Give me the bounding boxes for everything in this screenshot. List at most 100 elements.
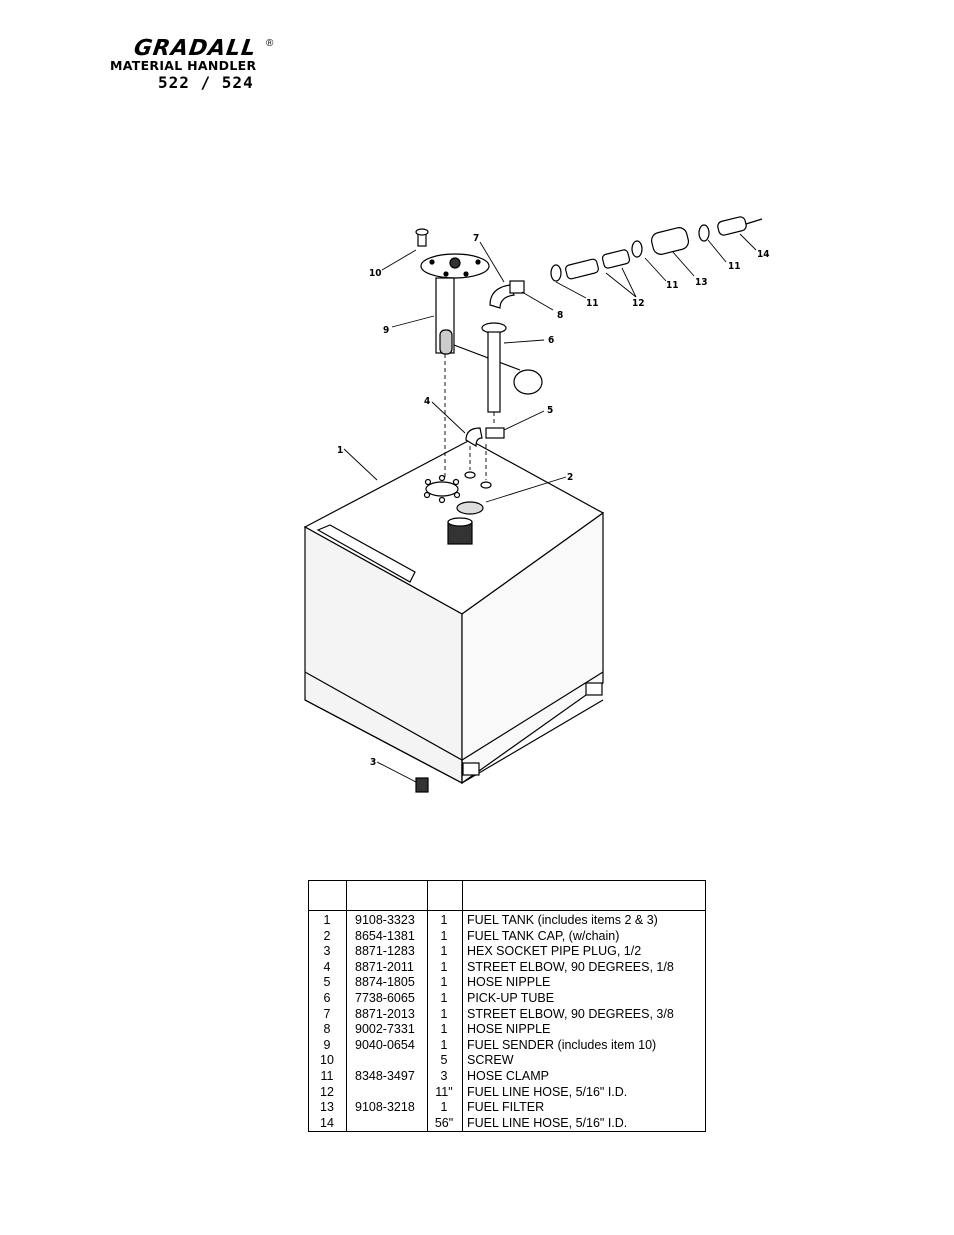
- part-number: 8874-1805: [355, 975, 415, 990]
- item-number: 14: [320, 1115, 334, 1130]
- parts-list-table: 1 9108-3323 1 FUEL TANK (includes items 2 &…: [308, 880, 706, 1132]
- part-number: 8348-3497: [355, 1068, 415, 1083]
- callout-label: 13: [695, 277, 708, 288]
- item-number: 2: [323, 928, 331, 943]
- quantity: 1: [440, 1022, 448, 1037]
- callout-label: 7: [473, 233, 479, 244]
- callout-label: 11: [728, 261, 741, 272]
- registered-mark: ®: [266, 38, 274, 49]
- table-row: 11 8348-3497 3 HOSE CLAMP: [309, 1069, 705, 1085]
- item-number: 7: [323, 1006, 331, 1021]
- description: FUEL SENDER (includes item 10): [467, 1037, 657, 1052]
- fuel-tank-drawing: [303, 439, 605, 785]
- table-row: 9 9040-0654 1 FUEL SENDER (includes item 10…: [309, 1038, 705, 1054]
- item-number: 6: [323, 990, 331, 1005]
- callout-label: 11: [666, 280, 679, 291]
- fuel-line-drawing: [550, 216, 763, 282]
- quantity: 1: [440, 959, 448, 974]
- table-row: 6 7738-6065 1 PICK-UP TUBE: [309, 991, 705, 1007]
- item-number: 8: [323, 1022, 331, 1037]
- callout-label: 8: [557, 310, 563, 321]
- item-number: 3: [323, 944, 331, 959]
- column-divider: [346, 881, 347, 1131]
- description: FUEL FILTER: [467, 1100, 545, 1115]
- description: HOSE NIPPLE: [467, 975, 551, 990]
- item-number: 4: [323, 959, 331, 974]
- drain-plug-drawing: [415, 777, 429, 793]
- quantity: 1: [440, 913, 448, 927]
- quantity: 1: [440, 1006, 448, 1021]
- quantity: 1: [440, 975, 448, 990]
- item-number: 9: [323, 1037, 331, 1052]
- part-number: 9002-7331: [355, 1022, 415, 1037]
- quantity: 3: [440, 1068, 448, 1083]
- part-number: 8871-2013: [355, 1006, 415, 1021]
- part-number: 8654-1381: [355, 928, 415, 943]
- callout-label: 12: [632, 298, 645, 309]
- description: FUEL TANK CAP, (w/chain): [467, 928, 620, 943]
- part-number: 8871-2011: [355, 959, 414, 974]
- table-row: 4 8871-2011 1 STREET ELBOW, 90 DEGREES, 1/8: [309, 960, 705, 976]
- callout-label: 3: [370, 757, 376, 768]
- item-number: 12: [320, 1084, 334, 1099]
- table-row: 3 8871-1283 1 HEX SOCKET PIPE PLUG, 1/2: [309, 944, 705, 960]
- table-row: 10 5 SCREW: [309, 1053, 705, 1069]
- quantity: 1: [440, 928, 448, 943]
- logo-model: 522 / 524: [158, 73, 254, 92]
- column-divider: [462, 881, 463, 1131]
- table-header: [309, 881, 705, 911]
- callout-label: 14: [757, 249, 770, 260]
- item-number: 5: [323, 975, 331, 990]
- quantity: 1: [440, 944, 448, 959]
- leader-lines: [343, 233, 757, 783]
- part-number: 9108-3323: [355, 913, 415, 927]
- table-row: 8 9002-7331 1 HOSE NIPPLE: [309, 1022, 705, 1038]
- quantity: 11": [435, 1084, 453, 1099]
- description: HOSE CLAMP: [467, 1068, 549, 1083]
- callout-label: 11: [586, 298, 599, 309]
- quantity: 5: [440, 1053, 448, 1068]
- logo-subtitle: MATERIAL HANDLER: [110, 58, 257, 73]
- alignment-lines: [444, 354, 495, 480]
- item-number: 13: [320, 1100, 334, 1115]
- table-row: 5 8874-1805 1 HOSE NIPPLE: [309, 975, 705, 991]
- elbow-fittings-drawing: [465, 280, 525, 448]
- description: STREET ELBOW, 90 DEGREES, 1/8: [467, 959, 674, 974]
- item-number: 10: [320, 1053, 334, 1068]
- quantity: 56": [434, 1115, 454, 1130]
- part-number: 9040-0654: [355, 1037, 415, 1052]
- part-number: 8871-1283: [355, 944, 415, 959]
- part-number: 9108-3218: [355, 1100, 415, 1115]
- quantity: 1: [440, 990, 448, 1005]
- column-divider: [427, 881, 428, 1131]
- callout-label: 2: [567, 472, 573, 483]
- table-row: 7 8871-2013 1 STREET ELBOW, 90 DEGREES, 3/8: [309, 1007, 705, 1023]
- fuel-tank-exploded-diagram: 10 7 9 8 11 12 11 13 11 14 6 4 5 1 2 3: [303, 216, 770, 793]
- quantity: 1: [440, 1037, 448, 1052]
- part-number: 7738-6065: [355, 990, 415, 1005]
- callout-label: 9: [383, 325, 389, 336]
- description: FUEL LINE HOSE, 5/16" I.D.: [467, 1084, 628, 1099]
- callout-labels: 10 7 9 8 11 12 11 13 11 14 6 4 5 1 2 3: [337, 233, 770, 768]
- description: PICK-UP TUBE: [467, 990, 555, 1005]
- item-number: 1: [323, 913, 331, 927]
- item-number: 11: [320, 1068, 334, 1083]
- diagram-svg: 10 7 9 8 11 12 11 13 11 14 6 4 5 1 2 3: [303, 216, 770, 793]
- description: FUEL LINE HOSE, 5/16" I.D.: [467, 1115, 628, 1130]
- fuel-sender-drawing: [415, 228, 543, 395]
- callout-label: 10: [369, 268, 382, 279]
- callout-label: 6: [548, 335, 554, 346]
- description: STREET ELBOW, 90 DEGREES, 3/8: [467, 1006, 674, 1021]
- table-row: 12 11" FUEL LINE HOSE, 5/16" I.D.: [309, 1085, 705, 1101]
- description: FUEL TANK (includes items 2 & 3): [467, 913, 658, 927]
- callout-label: 5: [547, 405, 553, 416]
- description: HEX SOCKET PIPE PLUG, 1/2: [467, 944, 642, 959]
- table-row: 14 56" FUEL LINE HOSE, 5/16" I.D.: [309, 1116, 705, 1132]
- callout-label: 1: [337, 445, 343, 456]
- callout-label: 4: [424, 396, 430, 407]
- description: HOSE NIPPLE: [467, 1022, 551, 1037]
- pickup-tube-drawing: [481, 322, 507, 413]
- table-row: 1 9108-3323 1 FUEL TANK (includes items 2 &…: [309, 913, 705, 929]
- description: SCREW: [467, 1053, 514, 1068]
